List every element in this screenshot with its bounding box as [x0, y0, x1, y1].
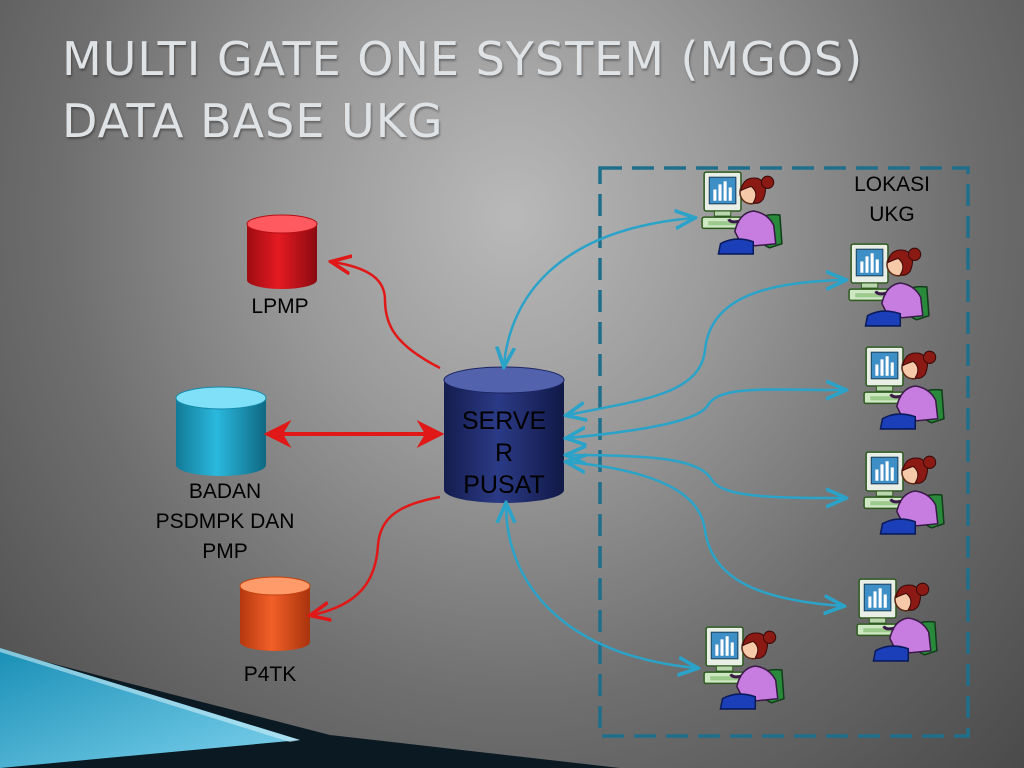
lokasi-ukg-label-line-1: LOKASI [854, 173, 930, 196]
arrow-server-user6 [506, 505, 696, 668]
slide-title-line-1: MULTI GATE ONE SYSTEM (MGOS) [62, 32, 864, 86]
lokasi-ukg-label-line-2: UKG [869, 203, 915, 226]
lpmp-label: LPMP [251, 295, 309, 318]
badan-label-line-2: PSDMPK DAN [155, 510, 295, 533]
arrow-server-user4 [568, 455, 844, 498]
p4tk-database-icon [239, 576, 311, 651]
p4tk-label: P4TK [243, 663, 297, 686]
arrow-server-to-lpmp [333, 262, 441, 370]
arrow-server-user1 [504, 218, 693, 365]
server-label-line-1: SERVE [461, 407, 547, 435]
corner-swoosh-blue [0, 648, 300, 768]
user-computer-icon-3 [862, 345, 946, 431]
arrow-server-user5 [568, 462, 842, 606]
user-computer-icon-4 [862, 450, 946, 536]
badan-label-line-3: PMP [202, 540, 248, 563]
slide-title-line-2: DATA BASE UKG [62, 94, 444, 148]
user-computer-icon-6 [702, 625, 786, 711]
lpmp-database-icon [246, 214, 318, 289]
arrow-server-to-p4tk [312, 495, 441, 615]
arrow-server-user2 [568, 280, 844, 415]
badan-label-line-1: BADAN [188, 480, 262, 503]
server-label-line-2: R [494, 439, 514, 467]
server-label-line-3: PUSAT [463, 471, 545, 499]
user-computer-icon-1 [700, 170, 784, 256]
user-computer-icon-2 [847, 242, 931, 328]
badan-database-icon [175, 386, 267, 476]
arrow-server-user3 [568, 389, 844, 438]
corner-swoosh-edge [0, 648, 300, 742]
user-computer-icon-5 [855, 577, 939, 663]
